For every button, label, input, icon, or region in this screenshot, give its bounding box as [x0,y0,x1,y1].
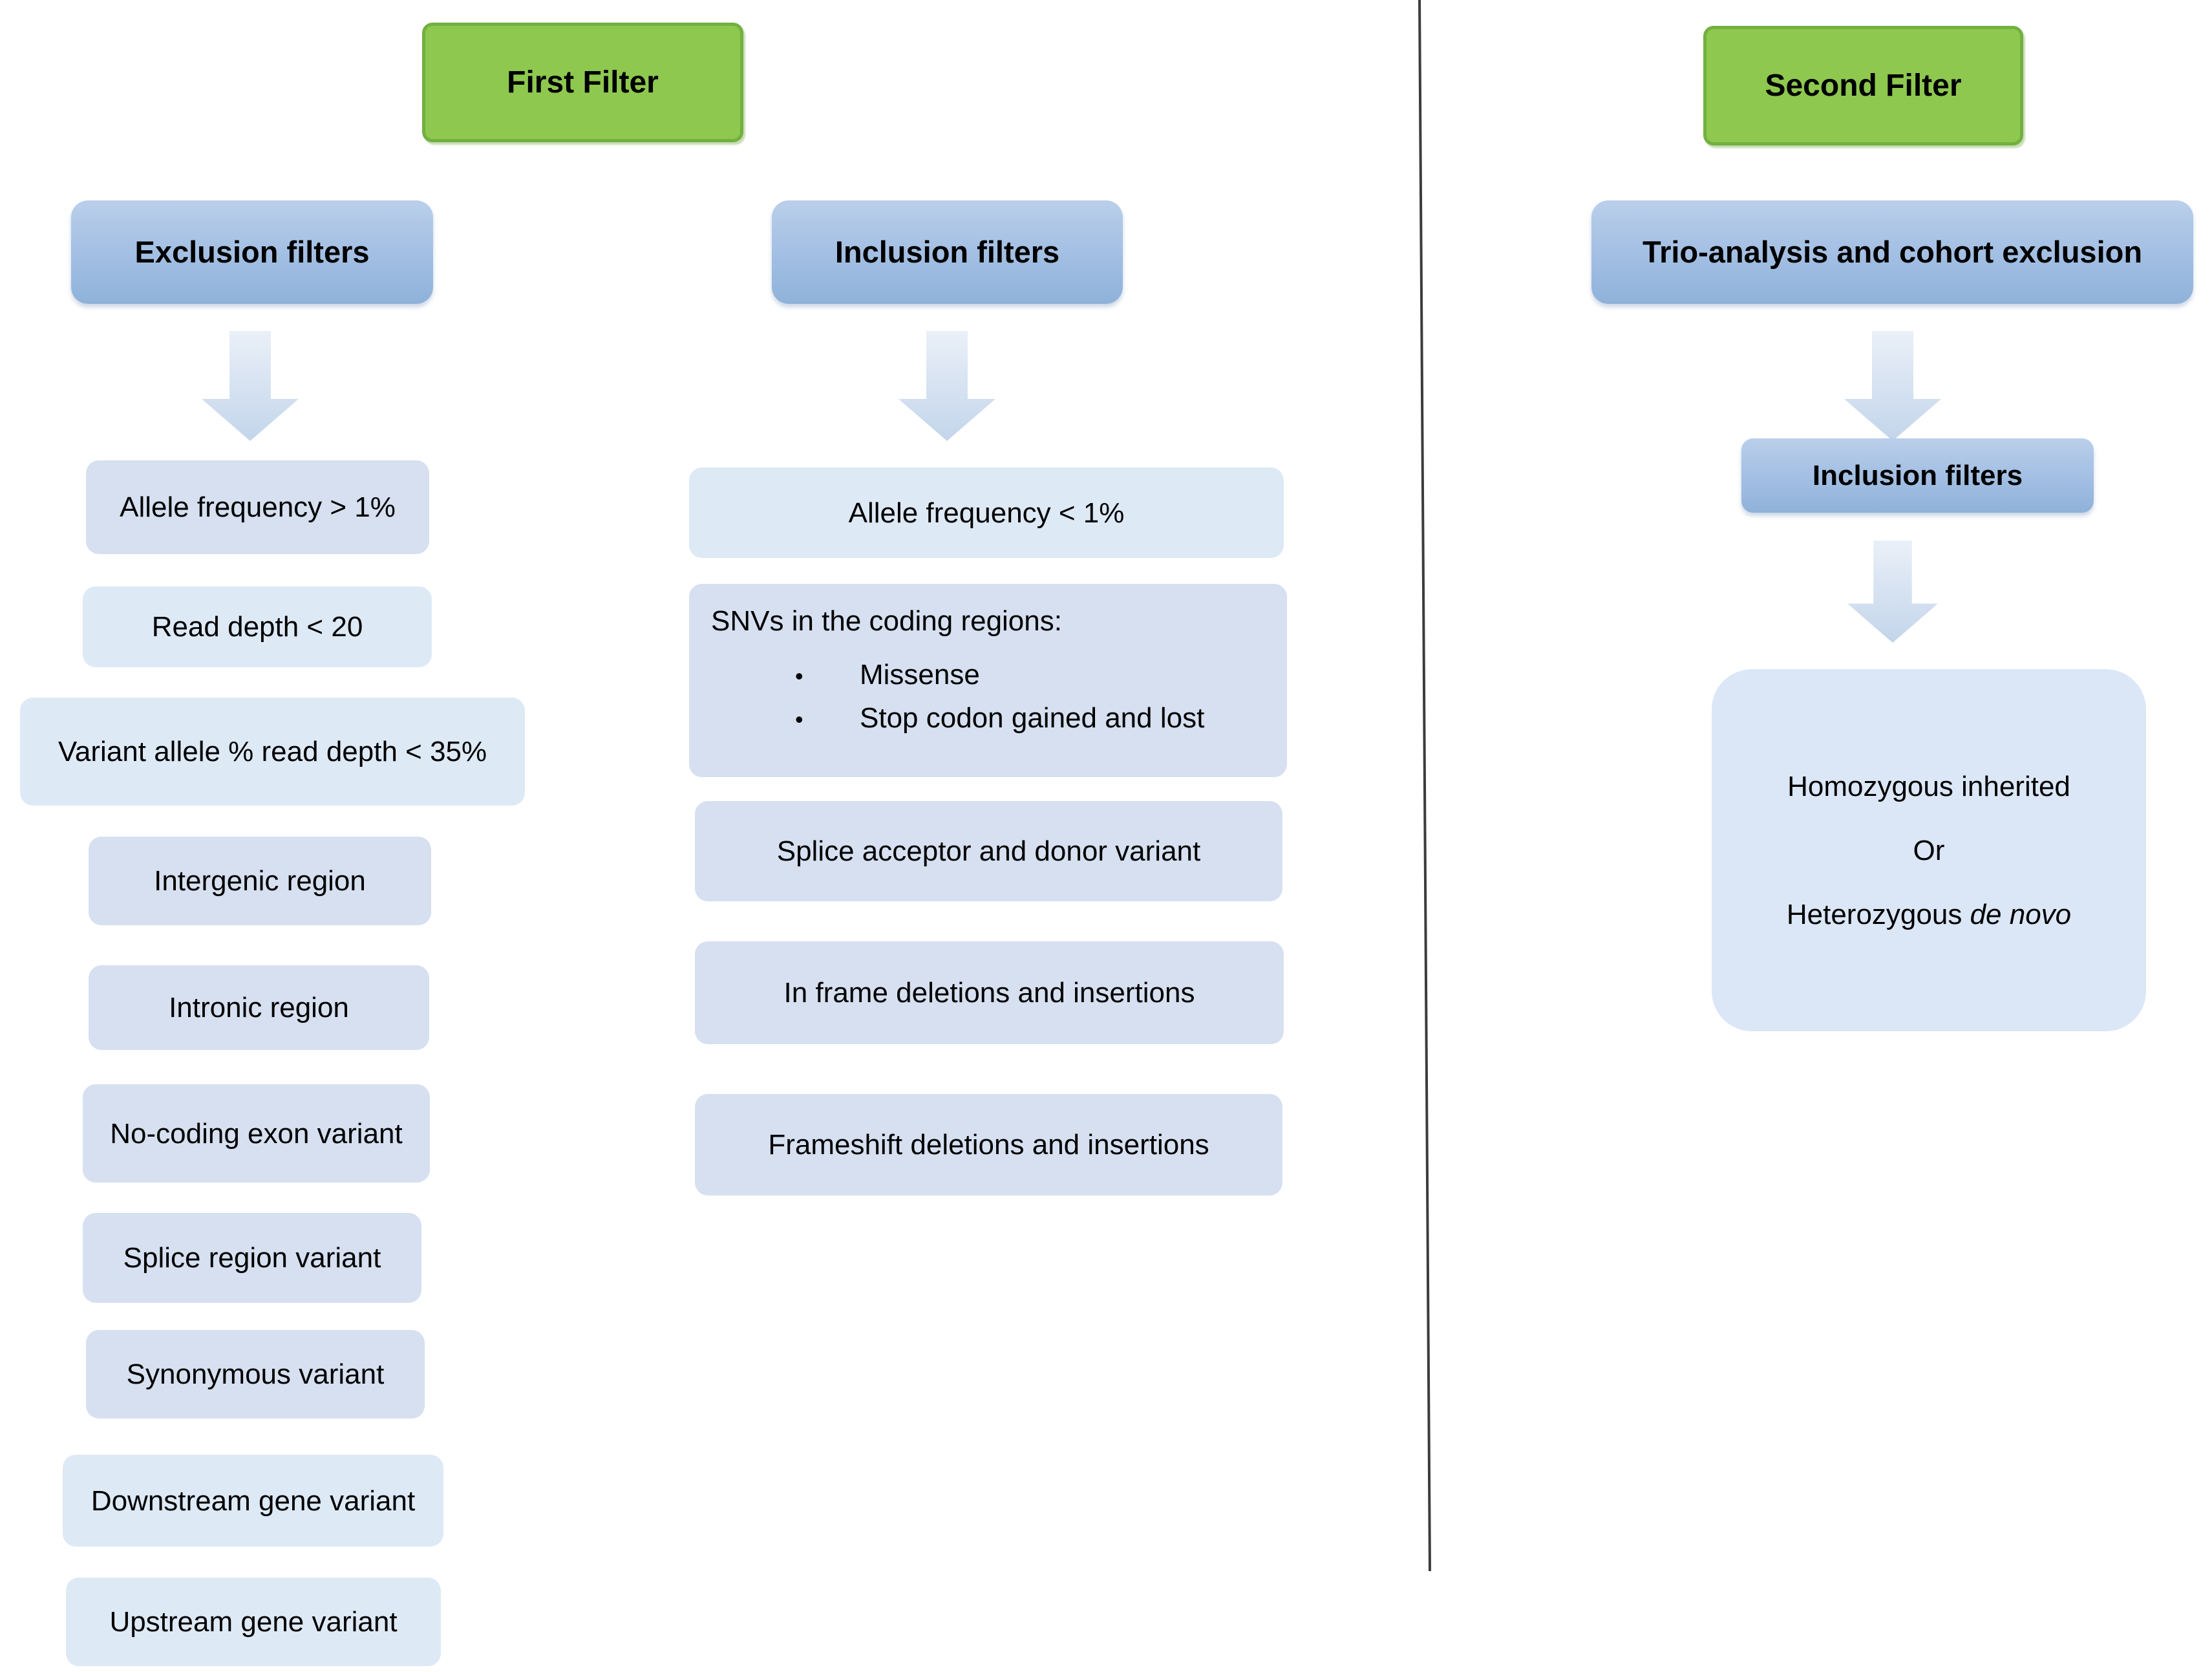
inclusion-filters-header-second: Inclusion filters [1741,438,2094,513]
snv-coding-regions-box: SNVs in the coding regions: • Missense •… [689,584,1287,777]
down-arrow-icon [899,331,995,441]
exclusion-item-label: Intergenic region [154,865,366,897]
result-line-heterozygous-prefix: Heterozygous [1786,898,1970,930]
result-line-heterozygous: Heterozygous de novo [1787,897,2071,932]
first-filter-label: First Filter [507,65,659,100]
inclusion-item-label: In frame deletions and insertions [783,977,1195,1009]
exclusion-item: Intergenic region [89,837,431,925]
inclusion-item-label: Frameshift deletions and insertions [768,1129,1209,1161]
snv-bullet-label: Missense [860,659,980,691]
trio-analysis-label: Trio-analysis and cohort exclusion [1642,234,2143,269]
exclusion-item: Intronic region [89,965,429,1050]
snv-bullet-label: Stop codon gained and lost [860,702,1205,734]
bullet-icon: • [795,663,803,689]
result-line-homozygous: Homozygous inherited [1787,770,2070,802]
inclusion-item-label: Splice acceptor and donor variant [776,835,1201,867]
exclusion-item-label: Downstream gene variant [90,1484,416,1517]
exclusion-item-label: Upstream gene variant [109,1606,398,1638]
second-filter-title-box: Second Filter [1703,26,2023,145]
exclusion-item: Upstream gene variant [66,1578,441,1666]
second-filter-label: Second Filter [1765,68,1962,103]
down-arrow-icon [1847,541,1938,643]
inclusion-item: Allele frequency < 1% [689,467,1284,558]
exclusion-item: Allele frequency > 1% [86,460,429,554]
result-line-or: Or [1913,834,1945,866]
exclusion-filters-header: Exclusion filters [71,200,433,304]
inclusion-item: Frameshift deletions and insertions [695,1094,1282,1195]
exclusion-item: Read depth < 20 [83,586,432,667]
exclusion-item-label: Read depth < 20 [151,611,363,643]
exclusion-item: Downstream gene variant [63,1455,443,1547]
inclusion-filters-label: Inclusion filters [1812,460,2023,491]
trio-analysis-header: Trio-analysis and cohort exclusion [1591,200,2193,304]
exclusion-item-label: No-coding exon variant [110,1117,403,1150]
exclusion-item: Synonymous variant [86,1330,425,1419]
exclusion-item: Splice region variant [83,1213,421,1303]
exclusion-item: Variant allele % read depth < 35% [20,698,525,806]
inclusion-item: Splice acceptor and donor variant [695,801,1282,901]
exclusion-item-label: Synonymous variant [126,1358,385,1390]
inclusion-filters-header-first: Inclusion filters [772,200,1123,304]
first-filter-title-box: First Filter [422,23,743,142]
exclusion-item-label: Variant allele % read depth < 35% [58,736,487,767]
inclusion-item-label: Allele frequency < 1% [848,497,1125,529]
trio-result-box: Homozygous inherited Or Heterozygous de … [1712,669,2146,1031]
inclusion-filters-label: Inclusion filters [835,234,1060,269]
down-arrow-icon [202,331,299,441]
exclusion-item-label: Allele frequency > 1% [120,491,396,523]
result-line-de-novo: de novo [1970,898,2072,930]
bullet-icon: • [795,706,803,733]
exclusion-filters-label: Exclusion filters [134,234,370,269]
snv-bullet-item: • Missense [795,657,1265,692]
exclusion-item-label: Splice region variant [123,1242,381,1274]
snv-box-title: SNVs in the coding regions: [711,605,1062,637]
exclusion-item: No-coding exon variant [83,1084,430,1183]
down-arrow-icon [1844,331,1941,441]
exclusion-item-label: Intronic region [169,992,349,1024]
snv-bullet-item: • Stop codon gained and lost [795,700,1265,736]
snv-bullet-list: • Missense • Stop codon gained and lost [711,657,1265,736]
inclusion-item: In frame deletions and insertions [695,941,1284,1044]
